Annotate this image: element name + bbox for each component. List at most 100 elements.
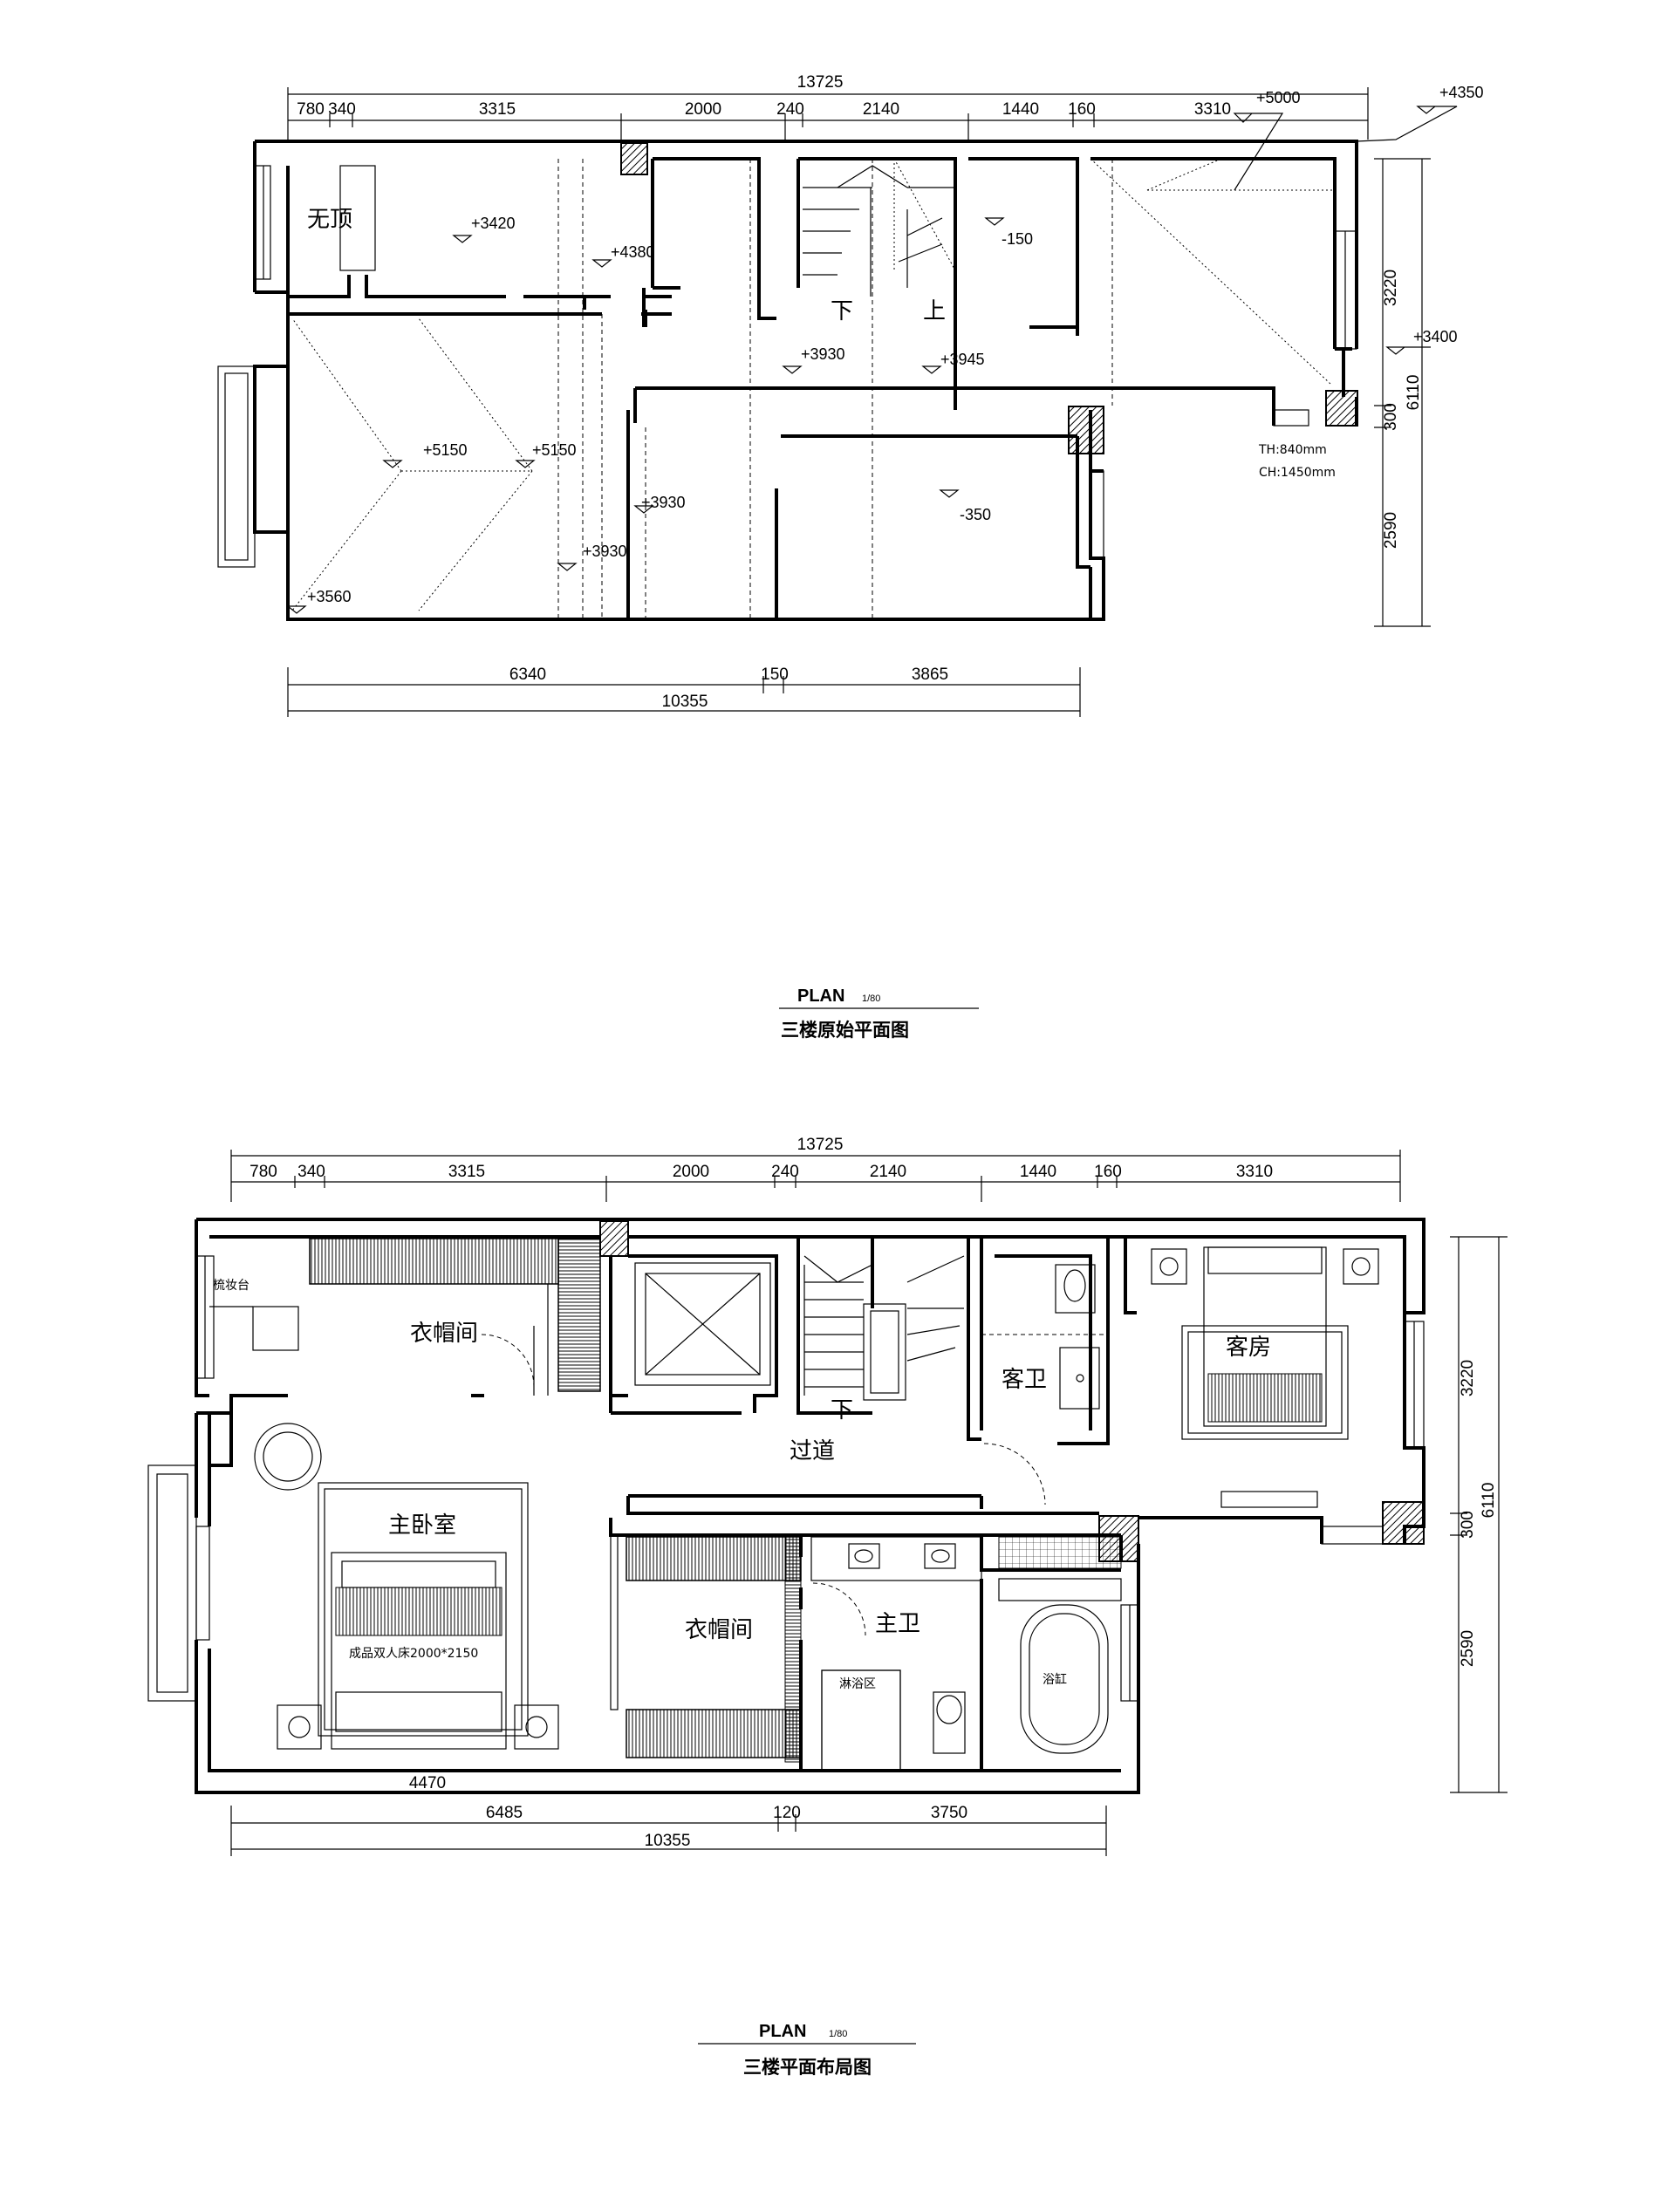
plan1-level-markers: +5000 +4350 +3420 +4380 +3930 +3945 -150… [286, 84, 1484, 614]
plan1-level-12: +3930 [583, 543, 627, 560]
plan2-dim-right-3: 2590 [1459, 1630, 1477, 1667]
plan2-title-block: PLAN PLAN 1/80 三楼平面布局图 [698, 2022, 916, 2078]
plan2-dim-right-total: 6110 [1480, 1483, 1498, 1519]
plan1-level-11: +3930 [641, 494, 686, 511]
plan2-dim-top-5: 240 [771, 1163, 799, 1181]
plan1-level-1: +5000 [1256, 89, 1301, 106]
plan1-dim-right-3: 2590 [1382, 512, 1400, 549]
plan2-room-corridor: 过道 [790, 1438, 835, 1464]
plan2-shower-label: 淋浴区 [839, 1677, 876, 1691]
plan2-walls [195, 1218, 1425, 1794]
plan-original: 13725 780 340 3315 2000 240 2140 1440 16… [217, 73, 1484, 1041]
plan2-stair-down-label: 下 [831, 1397, 853, 1423]
plan2-dim-bottom-3: 3750 [931, 1804, 967, 1822]
plan1-ceiling-lines [291, 158, 1335, 619]
plan2-guest-room [1151, 1246, 1379, 1508]
plan1-dim-top-7: 1440 [1002, 100, 1039, 119]
plan2-bottom-dimensions: 6485 120 3750 10355 [230, 1804, 1107, 1856]
plan2-dim-right-2: 300 [1459, 1511, 1477, 1539]
plan1-stair-up-label: 上 [923, 298, 946, 324]
plan1-subtitle: 三楼原始平面图 [781, 1020, 909, 1041]
plan1-level-2: +4350 [1439, 84, 1484, 101]
plan1-level-10: +5150 [532, 441, 577, 459]
plan1-dim-top-9: 3310 [1194, 100, 1231, 119]
plan2-dim-top-9: 3310 [1236, 1163, 1273, 1181]
plan1-level-7: -150 [1002, 230, 1033, 248]
plan2-dim-top-8: 160 [1094, 1163, 1122, 1181]
plan2-column-3 [1382, 1501, 1425, 1545]
plan1-window-th: TH:840mm [1258, 443, 1327, 457]
plan2-right-dimensions: 3220 300 2590 6110 [1450, 1236, 1508, 1793]
plan2-closet-top [309, 1238, 601, 1396]
plan1-stair: 下 上 [803, 165, 955, 324]
plan1-title: PLAN [797, 987, 844, 1006]
plan1-dim-bottom-total: 10355 [662, 693, 708, 711]
plan2-closet-bottom [626, 1534, 802, 1763]
plan1-level-14: +3560 [307, 588, 352, 605]
plan1-dim-top-5: 240 [776, 100, 804, 119]
plan1-column-2 [1068, 406, 1104, 454]
plan2-bed-label: 成品双人床2000*2150 [349, 1647, 478, 1661]
plan1-dim-top-8: 160 [1068, 100, 1096, 119]
plan2-dim-total-top: 13725 [797, 1136, 844, 1154]
plan-layout: 13725 780 340 3315 2000 240 2140 1440 16… [147, 1136, 1508, 2078]
plan1-dim-total-top: 13725 [797, 73, 844, 92]
plan1-dim-top-4: 2000 [685, 100, 721, 119]
plan1-level-6: +3945 [940, 351, 985, 368]
plan1-column-3 [1325, 390, 1358, 427]
plan2-tub-label: 浴缸 [1043, 1672, 1067, 1687]
plan1-dim-top-6: 2140 [863, 100, 899, 119]
plan2-dim-bottom-1: 6485 [486, 1804, 523, 1822]
plan1-dim-bottom-2: 150 [761, 666, 789, 684]
plan1-dim-top-1: 780 [297, 100, 325, 119]
plan1-walls [253, 140, 1358, 621]
plan2-dim-top-6: 2140 [870, 1163, 906, 1181]
plan2-dim-top-2: 340 [297, 1163, 325, 1181]
plan2-dim-bottom-2: 120 [773, 1804, 801, 1822]
plan2-room-labels: 衣帽间 过道 客卫 客房 主卧室 衣帽间 主卫 [388, 1321, 1271, 1643]
plan1-level-4: +4380 [611, 243, 655, 261]
plan1-dim-right-1: 3220 [1382, 270, 1400, 306]
plan1-dim-bottom-1: 6340 [509, 666, 546, 684]
plan2-dim-top-4: 2000 [673, 1163, 709, 1181]
plan1-dim-right-2: 300 [1382, 403, 1400, 431]
plan2-stair: 下 [803, 1255, 965, 1423]
plan1-top-dimensions: 13725 780 340 3315 2000 240 2140 1440 16… [287, 73, 1369, 140]
plan2-room-closet-bottom: 衣帽间 [685, 1617, 753, 1643]
plan2-dim-bottom-total: 10355 [645, 1832, 691, 1850]
plan2-room-master-bath: 主卫 [875, 1611, 920, 1637]
plan1-dim-right-total: 6110 [1405, 375, 1423, 411]
plan2-windows [147, 1255, 1425, 1702]
plan2-master-bath: 淋浴区 浴缸 [810, 1536, 1122, 1772]
plan2-dresser-label: 梳妆台 [213, 1279, 250, 1293]
plan2-column-1 [599, 1220, 629, 1257]
plan1-column-1 [620, 142, 648, 175]
plan2-top-dimensions: 13725 780 340 3315 2000 240 2140 1440 16… [230, 1136, 1401, 1202]
plan1-dim-top-3: 3315 [479, 100, 516, 119]
plan1-level-13: -350 [960, 506, 991, 523]
plan1-title-block: PLAN 1/80 三楼原始平面图 [779, 987, 979, 1041]
plan2-dresser: 梳妆台 [209, 1279, 299, 1351]
plan1-stair-down-label: 下 [831, 298, 853, 324]
plan2-dim-top-3: 3315 [448, 1163, 485, 1181]
plan2-void [634, 1262, 771, 1386]
plan1-bottom-dimensions: 6340 150 3865 10355 [287, 666, 1081, 717]
plan1-level-3: +3420 [471, 215, 516, 232]
plan1-window-ch: CH:1450mm [1259, 466, 1336, 480]
plan2-room-guest-bath: 客卫 [1002, 1367, 1047, 1393]
plan1-scale: 1/80 [862, 993, 880, 1004]
plan1-level-5: +3930 [801, 345, 845, 363]
plan2-dim-top-7: 1440 [1020, 1163, 1056, 1181]
plan2-room-master-bedroom: 主卧室 [388, 1512, 456, 1539]
plan2-room-guest-room: 客房 [1226, 1335, 1271, 1361]
plan1-windows [217, 165, 1357, 568]
plan2-title-visible: PLAN [759, 2022, 806, 2041]
plan2-scale: 1/80 [829, 2029, 847, 2039]
plan1-right-dimensions: 3220 300 2590 6110 [1374, 158, 1431, 627]
plan2-dim-right-1: 3220 [1459, 1360, 1477, 1396]
plan2-subtitle: 三楼平面布局图 [743, 2057, 872, 2078]
plan2-dim-top-1: 780 [250, 1163, 277, 1181]
plan2-room-closet-top: 衣帽间 [410, 1321, 478, 1347]
plan2-guest-bath [981, 1264, 1108, 1505]
